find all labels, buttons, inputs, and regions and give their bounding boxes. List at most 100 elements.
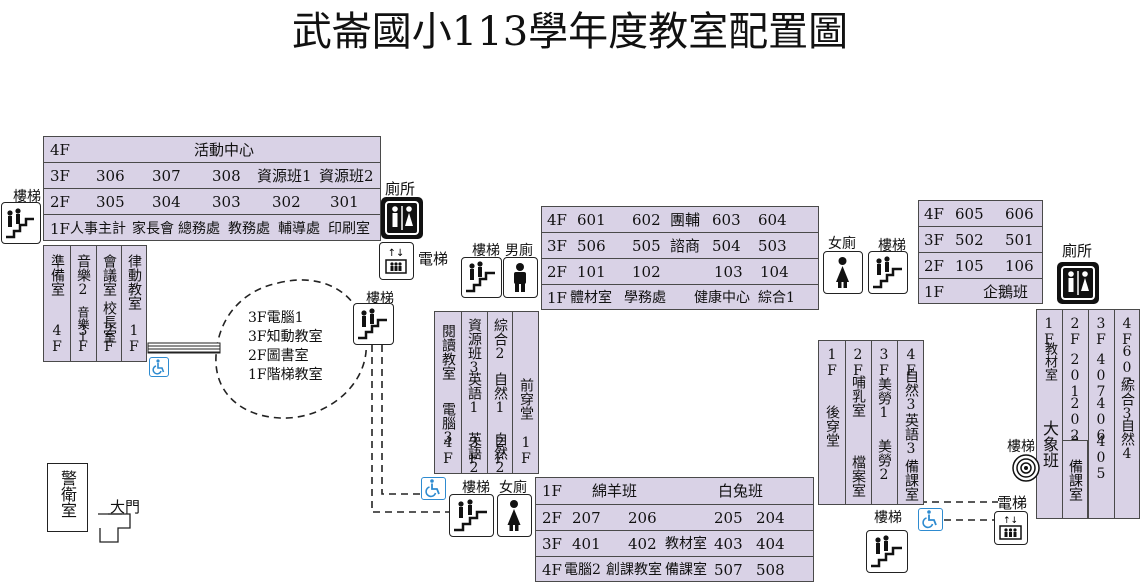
- floor-label: 1F: [547, 289, 567, 307]
- floor-label: 4F: [542, 561, 562, 579]
- room-label: 教材室: [1042, 342, 1057, 381]
- room-label: 3F電腦1: [248, 310, 304, 326]
- room-label: 輔導處: [278, 220, 320, 237]
- stairs-icon: [461, 257, 502, 298]
- room-label: 502: [955, 230, 984, 249]
- floor-label: 1F: [924, 283, 944, 301]
- room-label: 音樂2: [75, 254, 91, 298]
- floor-col-3f: 3F 美勞1 美勞2: [872, 341, 898, 504]
- room-label: 601: [577, 210, 606, 229]
- floor-label: 2F: [50, 192, 70, 211]
- floor-row-1f: 1F 人事主計 家長會 總務處 教務處 輔導處 印刷室: [44, 215, 380, 242]
- toilet-label: 廁所: [1062, 242, 1093, 260]
- room-label: 1F階梯教室: [248, 367, 323, 383]
- room-label: 2F圖書室: [248, 348, 309, 364]
- room-label: 407: [1093, 352, 1109, 400]
- room-label: 資源班3: [466, 318, 482, 376]
- floor-row-4f: 4F 605 606: [919, 201, 1042, 227]
- stairs-label: 樓梯: [878, 238, 906, 254]
- room-label: 前穿堂: [518, 378, 534, 420]
- floor-row-4f: 4F 電腦2 創課教室 備課室 507 508: [536, 557, 813, 583]
- room-label: 健康中心: [694, 290, 750, 306]
- room-label: 活動中心: [194, 140, 255, 159]
- room-label: 總務處: [178, 220, 220, 237]
- guard-room-label: 警衛室: [58, 470, 77, 518]
- room-label: 英語1 英語2: [466, 372, 482, 476]
- room-label: 507: [714, 561, 743, 579]
- room-label: 備課室: [1067, 459, 1083, 501]
- floor-label: 1F: [50, 219, 70, 238]
- room-label: 律動教室: [126, 254, 142, 310]
- room-label: 綜合3: [1119, 378, 1135, 422]
- floor-col-3f: 音樂2 音樂1 3F: [71, 246, 97, 361]
- floor-row-4f: 4F 601 602 團輔 603 604: [542, 207, 818, 233]
- building-middle: 閱讀教室 電腦3 4F 資源班3 英語1 英語2 3F 綜合2 自然1 自然2 …: [434, 311, 539, 476]
- room-label: 資源班1: [257, 166, 312, 185]
- room-label: 教材室: [665, 535, 707, 552]
- room-label: 303: [212, 192, 241, 211]
- floor-label: 4F: [924, 204, 944, 223]
- building-east: 1F 後穿堂 2F 哺乳室 檔案室 3F 美勞1 美勞2 4F 自然3 英語3 …: [818, 340, 924, 505]
- floor-label: 4F: [1119, 316, 1135, 348]
- floor-label: 2F: [542, 508, 562, 527]
- floor-col-4f: 閱讀教室 電腦3 4F: [435, 312, 462, 473]
- room-label: 自然4: [1119, 418, 1135, 462]
- floor-col-2f: 2F 哺乳室 檔案室: [846, 341, 872, 504]
- room-label: 備課室: [903, 459, 919, 501]
- room-label: 諮商: [670, 236, 701, 255]
- building-center: 4F 601 602 團輔 603 604 3F 506 505 諮商 504 …: [541, 206, 819, 310]
- room-label: 大象班: [1040, 420, 1059, 468]
- room-label: 101: [577, 262, 606, 281]
- floor-col-2f: 會議室 校長室 2F: [97, 246, 122, 361]
- elevator-icon: ↑↓: [379, 242, 414, 280]
- floor-row-2f: 2F 305 304 303 302 301: [44, 189, 380, 215]
- building-far-east: 1F 教材室 大象班 2F 201 202 203 3F 407 406 405…: [1036, 309, 1140, 519]
- room-label: 306: [96, 166, 125, 185]
- room-label: 506: [577, 236, 606, 255]
- womens-toilet-label: 女廁: [499, 480, 527, 496]
- room-label: 205: [714, 508, 743, 527]
- room-label: 白兔班: [718, 482, 764, 500]
- floor-label: 2F: [1067, 316, 1083, 348]
- room-label: 會議室: [101, 254, 117, 296]
- page-title: 武崙國小113學年度教室配置圖: [291, 9, 849, 55]
- room-label: 電腦2: [564, 562, 601, 578]
- floor-label: 2F: [101, 323, 117, 355]
- floor-label: 3F: [466, 435, 482, 467]
- room-label: 校長室: [101, 301, 117, 343]
- room-label: 企鵝班: [983, 283, 1029, 301]
- room-label: 學務處: [624, 290, 666, 306]
- room-label: 305: [96, 192, 125, 211]
- elevator-label: 電梯: [997, 494, 1028, 512]
- stairs-icon: [1, 202, 41, 244]
- womens-toilet-label: 女廁: [828, 236, 856, 252]
- spiral-stairs-icon: [1011, 453, 1041, 483]
- elevator-icon: ↑↓: [994, 511, 1028, 545]
- stairs-icon: [353, 303, 394, 345]
- floor-row-2f: 2F 105 106: [919, 253, 1042, 279]
- floor-label: 1F: [542, 482, 562, 500]
- room-label: 304: [152, 192, 181, 211]
- floor-row-3f: 3F 306 307 308 資源班1 資源班2: [44, 163, 380, 189]
- floor-label: 2F: [924, 256, 944, 275]
- floor-row-4f: 4F 活動中心: [44, 137, 380, 163]
- room-label: 501: [1005, 230, 1034, 249]
- stairs-icon: [868, 251, 908, 294]
- wheelchair-icon: [918, 508, 943, 531]
- room-label: 自然1 自然2: [492, 372, 508, 476]
- floor-label: 3F: [75, 323, 91, 355]
- male-icon: [503, 257, 538, 298]
- female-icon: [823, 251, 863, 294]
- floor-label: 2F: [547, 262, 567, 281]
- stairs-icon: [866, 530, 908, 573]
- room-label: 團輔: [670, 210, 701, 229]
- room-label: 家長會: [132, 220, 174, 237]
- room-label: 401: [572, 534, 601, 553]
- room-label: 504: [712, 236, 741, 255]
- room-label: 201: [1067, 352, 1083, 400]
- room-label: 英語3: [903, 413, 919, 457]
- floor-col-4f: 4F 自然3 英語3 備課室: [898, 341, 925, 504]
- room-label: 403: [714, 534, 743, 553]
- room-label: 207: [572, 508, 601, 527]
- room-label: 檔案室: [850, 455, 866, 497]
